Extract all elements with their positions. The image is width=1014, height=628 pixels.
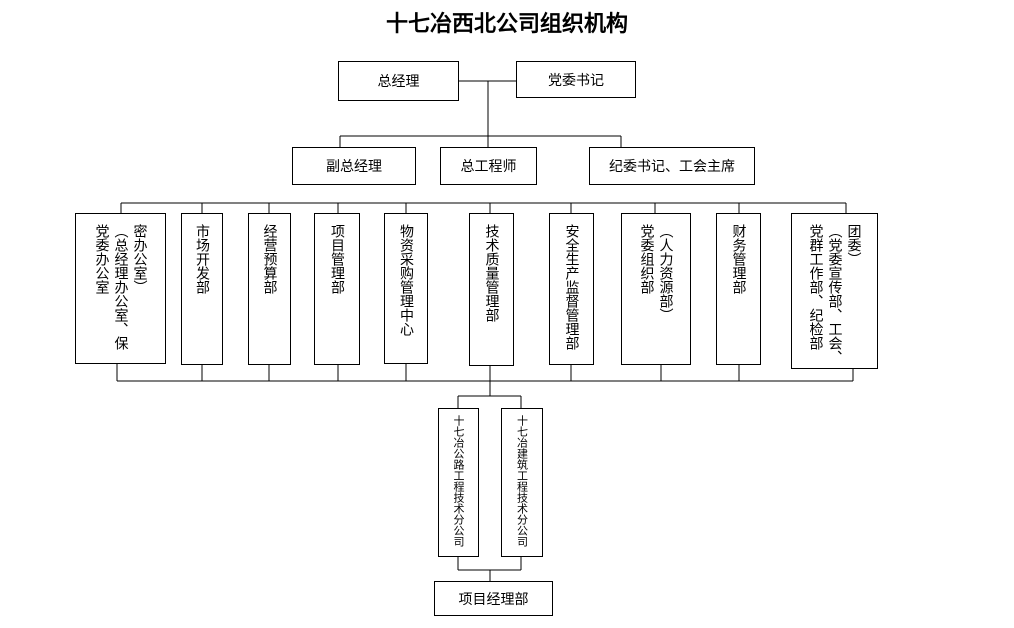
mass-work-line-1: 团委） xyxy=(845,224,862,266)
org-dept-line-2: 党委组织部 xyxy=(638,224,655,294)
finance-dept-label: 财务管理部 xyxy=(730,224,747,294)
finance-dept-box: 财务管理部 xyxy=(716,213,761,365)
mass-work-line-3: 党群工作部、纪检部 xyxy=(807,224,824,350)
deputy-gm-box: 副总经理 xyxy=(292,147,416,185)
safety-dept-box: 安全生产监督管理部 xyxy=(549,213,594,365)
tech-quality-dept-label: 技术质量管理部 xyxy=(483,224,500,322)
project-manager-dept-box: 项目经理部 xyxy=(434,581,553,616)
mass-work-line-2: （党委宣传部、工会、 xyxy=(826,224,843,364)
chart-title: 十七冶西北公司组织机构 xyxy=(385,11,628,37)
chief-engineer-label: 总工程师 xyxy=(460,159,517,175)
general-manager-label: 总经理 xyxy=(377,74,420,90)
discipline-union-box: 纪委书记、工会主席 xyxy=(589,147,755,185)
org-dept-box: （人力资源部） 党委组织部 xyxy=(621,213,691,365)
mass-work-dept-box: 团委） （党委宣传部、工会、 党群工作部、纪检部 xyxy=(791,213,878,369)
building-branch-label: 十七冶建筑工程技术分公司 xyxy=(515,415,529,547)
project-mgmt-dept-label: 项目管理部 xyxy=(329,224,345,294)
project-manager-dept-label: 项目经理部 xyxy=(458,591,529,608)
party-office-line-3: 党委办公室 xyxy=(93,224,110,294)
party-secretary-box: 党委书记 xyxy=(516,61,636,98)
discipline-union-label: 纪委书记、工会主席 xyxy=(609,159,735,175)
party-office-line-2: （总经理办公室、保 xyxy=(112,224,129,350)
market-dept-label: 市场开发部 xyxy=(194,224,210,294)
general-manager-box: 总经理 xyxy=(338,61,459,101)
chief-engineer-box: 总工程师 xyxy=(440,147,537,185)
project-mgmt-dept-box: 项目管理部 xyxy=(314,213,360,365)
procurement-center-label: 物资采购管理中心 xyxy=(398,224,414,336)
market-dept-box: 市场开发部 xyxy=(181,213,223,365)
org-dept-line-1: （人力资源部） xyxy=(657,224,674,322)
deputy-gm-label: 副总经理 xyxy=(326,159,382,175)
road-branch-box: 十七冶公路工程技术分公司 xyxy=(438,408,479,557)
safety-dept-label: 安全生产监督管理部 xyxy=(563,224,580,350)
budget-dept-box: 经营预算部 xyxy=(248,213,291,365)
party-secretary-label: 党委书记 xyxy=(548,72,604,89)
procurement-center-box: 物资采购管理中心 xyxy=(384,213,428,364)
budget-dept-label: 经营预算部 xyxy=(261,224,278,294)
road-branch-label: 十七冶公路工程技术分公司 xyxy=(452,415,465,547)
party-office-line-1: 密办公室） xyxy=(131,224,148,294)
building-branch-box: 十七冶建筑工程技术分公司 xyxy=(501,408,543,557)
tech-quality-dept-box: 技术质量管理部 xyxy=(469,213,514,366)
party-office-box: 密办公室） （总经理办公室、保 党委办公室 xyxy=(75,213,166,364)
